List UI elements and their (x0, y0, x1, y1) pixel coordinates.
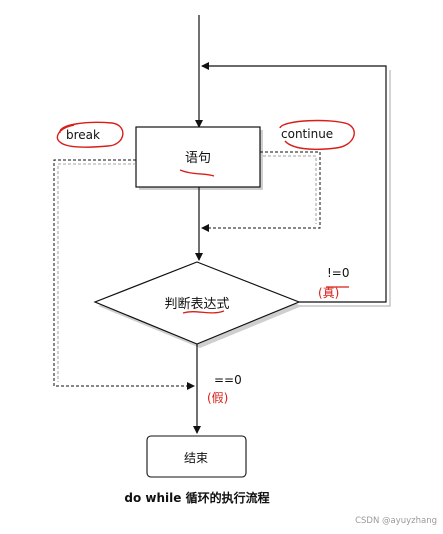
break-label: break (66, 128, 100, 142)
true-condition-label: !=0 (327, 266, 350, 280)
continue-dashed-path (201, 151, 321, 232)
statement-box (135, 126, 261, 188)
break-circle-annotation (56, 121, 124, 148)
continue-dashed-path-shadow (263, 155, 317, 224)
loop-back-true-path (201, 62, 387, 303)
continue-label: continue (281, 127, 334, 141)
condition-underline-annotation (182, 310, 225, 314)
false-note-label: (假) (207, 391, 229, 405)
end-box (146, 435, 247, 478)
statement-underline-annotation (179, 169, 215, 177)
condition-label: 判断表达式 (164, 297, 230, 312)
end-label: 结束 (183, 451, 209, 465)
break-dashed-path (53, 159, 195, 390)
loop-back-shadow (300, 70, 391, 307)
statement-label: 语句 (184, 151, 212, 166)
continue-circle-annotation (279, 119, 355, 150)
watermark: CSDN @ayuyzhang (355, 516, 437, 526)
true-note-label: (真) (318, 286, 340, 300)
break-dashed-path-shadow (57, 163, 136, 382)
false-condition-label: ==0 (214, 373, 242, 387)
figure-caption: do while 循环的执行流程 (124, 491, 270, 505)
